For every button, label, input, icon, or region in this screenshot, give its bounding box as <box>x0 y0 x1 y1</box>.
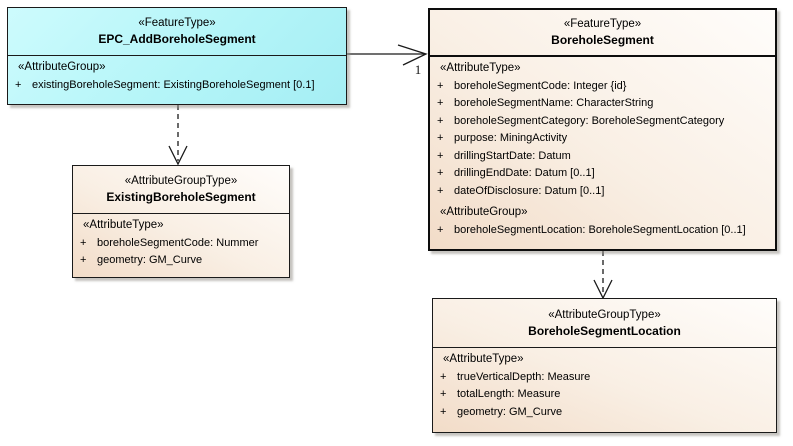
class-box-boreholesegment[interactable]: «FeatureType» BoreholeSegment «Attribute… <box>428 8 777 251</box>
stereotype-label: «FeatureType» <box>563 18 642 30</box>
visibility-marker: + <box>437 114 444 127</box>
connector-dependency-to-boreholesegmentlocation[interactable] <box>593 251 613 300</box>
visibility-marker: + <box>437 149 444 162</box>
attribute-row: + drillingStartDate: Datum <box>430 148 775 166</box>
section-heading: «AttributeGroup» <box>440 206 528 218</box>
open-arrowhead-icon <box>397 44 428 66</box>
class-name: BoreholeSegment <box>551 33 654 47</box>
visibility-marker: + <box>437 79 444 92</box>
attribute-text: geometry: GM_Curve <box>97 254 203 266</box>
section-heading: «AttributeType» <box>83 219 164 231</box>
visibility-marker: + <box>80 236 87 249</box>
class-header: «AttributeGroupType» BoreholeSegmentLoca… <box>433 299 776 348</box>
connector-dependency-to-existingboreholesegment[interactable] <box>168 105 188 166</box>
attribute-row: + trueVerticalDepth: Measure <box>433 369 776 387</box>
class-header: «FeatureType» EPC_AddBoreholeSegment <box>8 8 346 56</box>
class-box-epc-addboreholesegment[interactable]: «FeatureType» EPC_AddBoreholeSegment «At… <box>7 7 347 105</box>
class-name: BoreholeSegmentLocation <box>528 323 681 338</box>
visibility-marker: + <box>440 370 447 383</box>
class-box-existingboreholesegment[interactable]: «AttributeGroupType» ExistingBoreholeSeg… <box>72 165 290 278</box>
attribute-row: + boreholeSegmentName: CharacterString <box>430 95 775 113</box>
class-name: EPC_AddBoreholeSegment <box>98 32 256 46</box>
multiplicity-label: 1 <box>414 62 422 77</box>
class-header: «FeatureType» BoreholeSegment <box>430 10 775 57</box>
visibility-marker: + <box>80 254 87 266</box>
attribute-text: boreholeSegmentName: CharacterString <box>454 97 654 109</box>
attribute-row: + boreholeSegmentCode: Integer {id} <box>430 78 775 96</box>
visibility-marker: + <box>437 97 444 109</box>
attribute-text: geometry: GM_Curve <box>457 405 563 418</box>
attribute-text: purpose: MiningActivity <box>454 132 568 144</box>
stereotype-label: «FeatureType» <box>138 17 216 29</box>
attribute-text: boreholeSegmentCategory: BoreholeSegment… <box>454 114 725 127</box>
attribute-row: + existingBoreholeSegment: ExistingBoreh… <box>8 77 346 95</box>
visibility-marker: + <box>437 184 444 197</box>
visibility-marker: + <box>437 167 444 179</box>
connector-association-to-boreholesegment[interactable] <box>347 44 428 66</box>
class-header: «AttributeGroupType» ExistingBoreholeSeg… <box>73 166 289 214</box>
attribute-row: + drillingEndDate: Datum [0..1] <box>430 165 775 183</box>
attribute-compartment: «AttributeGroup» + existingBoreholeSegme… <box>8 56 346 104</box>
attribute-row: + dateOfDisclosure: Datum [0..1] <box>430 183 775 201</box>
visibility-marker: + <box>437 223 444 236</box>
visibility-marker: + <box>15 78 22 91</box>
section-heading: «AttributeType» <box>443 353 524 365</box>
attribute-row: + boreholeSegmentLocation: BoreholeSegme… <box>430 222 775 240</box>
attribute-text: drillingStartDate: Datum <box>454 149 571 162</box>
attribute-text: trueVerticalDepth: Measure <box>457 370 591 383</box>
attribute-text: existingBoreholeSegment: ExistingBorehol… <box>32 78 315 91</box>
stereotype-label: «AttributeGroupType» <box>124 175 238 187</box>
attribute-row: + geometry: GM_Curve <box>433 404 776 422</box>
attribute-text: drillingEndDate: Datum [0..1] <box>454 167 595 179</box>
attribute-row: + geometry: GM_Curve <box>73 252 289 270</box>
attribute-text: totalLength: Measure <box>457 388 561 400</box>
attribute-text: boreholeSegmentCode: Integer {id} <box>454 79 627 92</box>
attribute-compartment: «AttributeType» + trueVerticalDepth: Mea… <box>433 348 776 432</box>
attribute-compartment: «AttributeType» + boreholeSegmentCode: I… <box>430 57 775 249</box>
attribute-text: boreholeSegmentLocation: BoreholeSegment… <box>454 223 746 236</box>
visibility-marker: + <box>440 405 447 418</box>
section-heading: «AttributeGroup» <box>18 61 106 73</box>
attribute-text: boreholeSegmentCode: Nummer <box>97 236 259 249</box>
open-arrowhead-icon <box>168 145 188 166</box>
visibility-marker: + <box>440 388 447 400</box>
attribute-row: + totalLength: Measure <box>433 386 776 404</box>
class-name: ExistingBoreholeSegment <box>106 190 256 204</box>
attribute-text: dateOfDisclosure: Datum [0..1] <box>454 184 605 197</box>
visibility-marker: + <box>437 132 444 144</box>
section-heading: «AttributeType» <box>440 62 521 74</box>
attribute-row: + boreholeSegmentCode: Nummer <box>73 235 289 253</box>
attribute-row: + boreholeSegmentCategory: BoreholeSegme… <box>430 113 775 131</box>
attribute-compartment: «AttributeType» + boreholeSegmentCode: N… <box>73 214 289 277</box>
attribute-row: + purpose: MiningActivity <box>430 130 775 148</box>
stereotype-label: «AttributeGroupType» <box>548 308 661 321</box>
class-box-boreholesegmentlocation[interactable]: «AttributeGroupType» BoreholeSegmentLoca… <box>432 298 777 433</box>
